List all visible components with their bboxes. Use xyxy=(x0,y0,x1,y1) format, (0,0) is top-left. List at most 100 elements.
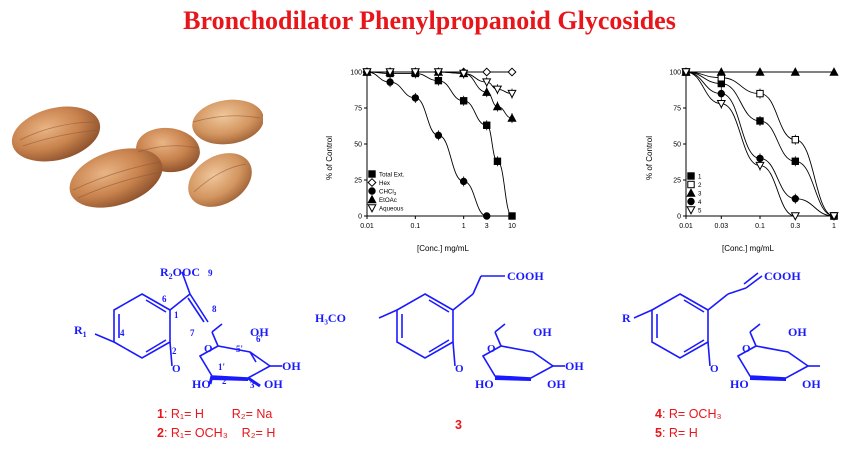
compound-label-4: 4: R= OCH₃ xyxy=(655,407,722,421)
chart2-point xyxy=(790,212,800,221)
chart1-point xyxy=(410,68,420,77)
chart1-point xyxy=(482,87,492,96)
chart1-ylabel: % of Control xyxy=(325,136,334,180)
chart1-legend-label: Aqueous xyxy=(379,206,403,213)
chart1-point xyxy=(434,131,443,140)
chart2-point xyxy=(829,67,839,76)
chart2-point xyxy=(791,195,800,203)
chart2-point xyxy=(790,67,800,76)
svg-text:3': 3' xyxy=(250,380,257,390)
chart1-legend-marker xyxy=(367,194,377,204)
chart2-ytick-label: 75 xyxy=(673,106,681,113)
chart1-point xyxy=(433,68,444,77)
chart2-point xyxy=(717,89,726,98)
svg-text:O: O xyxy=(172,363,181,375)
chart2-xlabel: [Conc.] mg/mL xyxy=(722,244,775,253)
svg-text:5': 5' xyxy=(236,344,243,354)
svg-text:R: R xyxy=(622,311,631,325)
chart1-point xyxy=(492,85,503,95)
chart1-point xyxy=(508,212,516,220)
chart1-point xyxy=(507,67,517,77)
chart1-point xyxy=(459,97,468,105)
chart2-legend-marker xyxy=(686,206,696,215)
structure-1-2 xyxy=(94,271,282,388)
chart1-point xyxy=(385,68,395,77)
svg-text:OH: OH xyxy=(565,359,584,373)
compound-label-2: 2: R₁= OCH₃ R₂= H xyxy=(157,426,276,440)
chart1-ytick-label: 0 xyxy=(358,214,362,221)
chart1-point xyxy=(434,76,443,85)
chart2-legend-marker xyxy=(686,188,696,197)
chart2-point xyxy=(716,99,726,109)
svg-text:COOH: COOH xyxy=(764,269,801,283)
chart2-point xyxy=(756,117,764,125)
chart1-legend-label: CHCl3 xyxy=(379,189,397,197)
chart2-legend-label: 2 xyxy=(698,182,702,189)
chart1-ytick-label: 25 xyxy=(354,178,362,185)
svg-text:6': 6' xyxy=(256,334,263,344)
chart1-ytick-label: 75 xyxy=(354,106,362,113)
chart2-legend-label: 3 xyxy=(698,191,702,198)
svg-text:HO: HO xyxy=(730,377,749,391)
svg-text:9: 9 xyxy=(208,268,213,278)
apricot-kernels-image xyxy=(11,99,263,208)
chart1-xtick-label: 1 xyxy=(462,223,466,230)
svg-text:OH: OH xyxy=(533,325,552,339)
chart2-legend-marker xyxy=(687,180,695,189)
chart1-point xyxy=(459,69,469,79)
chart1-legend-marker xyxy=(367,204,377,213)
svg-text:7: 7 xyxy=(190,328,195,338)
chart1-point xyxy=(386,78,394,86)
compound-label-5: 5: R= H xyxy=(655,426,698,440)
svg-text:OH: OH xyxy=(788,325,807,339)
chart1-legend-marker xyxy=(367,177,377,188)
svg-text:OH: OH xyxy=(282,359,301,373)
chart2-xtick-label: 0.03 xyxy=(714,223,728,230)
svg-text:O: O xyxy=(710,363,719,375)
chart1-point xyxy=(482,67,492,77)
svg-text:2: 2 xyxy=(172,346,177,356)
chart2-xtick-label: 0.01 xyxy=(679,223,693,230)
chart1-xtick-label: 10 xyxy=(508,223,516,230)
chart2-point xyxy=(755,67,765,76)
svg-text:COOH: COOH xyxy=(507,269,544,283)
svg-text:O: O xyxy=(487,343,496,355)
svg-text:R1: R1 xyxy=(74,323,87,339)
svg-text:R2OOC: R2OOC xyxy=(160,265,200,281)
svg-text:4: 4 xyxy=(120,328,125,338)
figure-title: Bronchodilator Phenylpropanoid Glycoside… xyxy=(183,6,676,35)
chart2-ytick-label: 25 xyxy=(673,178,681,185)
svg-text:OH: OH xyxy=(264,377,283,391)
chemical-structures: R2OOC 9 8 7 6 1 2 4 R1 O 1' 2' 3' 5' 6' … xyxy=(74,265,820,391)
svg-text:H₃CO: H₃CO xyxy=(315,311,346,325)
chart2-legend-marker xyxy=(687,197,695,206)
chart1-xlabel: [Conc.] mg/mL xyxy=(417,244,470,253)
compound-label-1: 1: R₁= H R₂= Na xyxy=(157,407,273,421)
chart1-point xyxy=(507,89,517,99)
chart1-ytick-label: 100 xyxy=(350,70,362,77)
chart2-ytick-label: 0 xyxy=(677,214,681,221)
chart2-point xyxy=(829,212,839,221)
svg-text:HO: HO xyxy=(475,377,494,391)
chart2-ytick-label: 50 xyxy=(673,142,681,149)
chart1-point xyxy=(411,94,420,102)
chart2-xtick-label: 0.3 xyxy=(790,223,800,230)
chart1-legend-marker xyxy=(368,187,376,195)
chart1-xtick-label: 0.1 xyxy=(410,223,420,230)
chart1-point xyxy=(483,121,491,129)
chart1-point xyxy=(493,157,502,165)
svg-text:1: 1 xyxy=(174,310,179,320)
chart2-curve-1 xyxy=(685,71,835,217)
chart1-legend-label: Total Ext. xyxy=(379,172,405,179)
svg-text:O: O xyxy=(455,363,464,375)
chart2-point xyxy=(681,68,691,77)
chart1-legend-marker xyxy=(368,170,376,178)
chart2-ylabel: % of Control xyxy=(645,136,654,180)
chart2-ytick-label: 100 xyxy=(669,70,681,77)
chart1-point xyxy=(362,68,372,77)
chart2-xtick-label: 1 xyxy=(832,223,836,230)
svg-text:2': 2' xyxy=(222,376,229,386)
chart1-point xyxy=(482,78,492,87)
